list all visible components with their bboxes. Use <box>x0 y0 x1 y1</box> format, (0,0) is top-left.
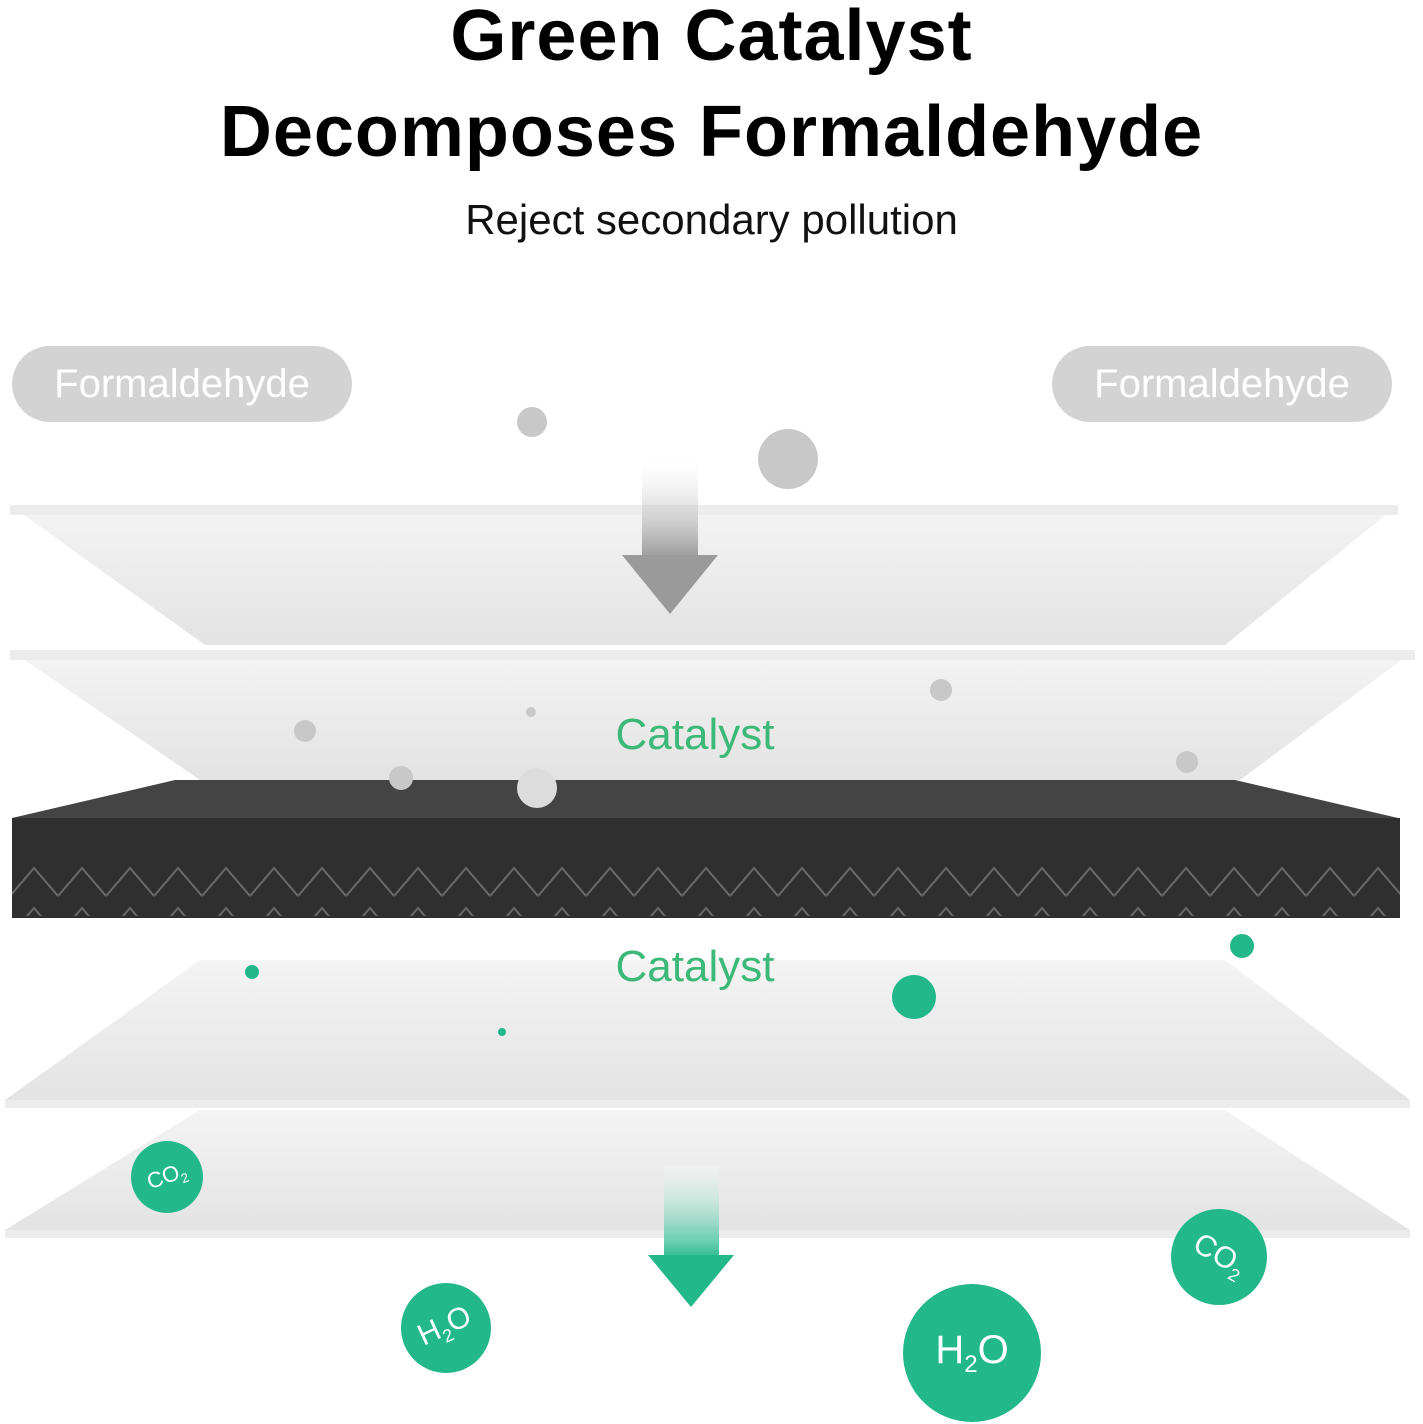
particle <box>294 720 316 742</box>
molecule-tail: O <box>977 1327 1009 1372</box>
down-arrow-green <box>648 1165 734 1307</box>
formaldehyde-label-left: Formaldehyde <box>12 346 352 422</box>
h2o-molecule: H2O <box>401 1283 491 1373</box>
catalyst-label-top: Catalyst <box>615 710 775 759</box>
particle <box>1176 751 1198 773</box>
particle <box>517 768 557 808</box>
green-particles <box>245 934 1254 1036</box>
formaldehyde-label-right: Formaldehyde <box>1052 346 1392 422</box>
formaldehyde-particles <box>294 407 1198 808</box>
filter-layer-2 <box>10 650 1415 780</box>
catalyst-label-bottom: Catalyst <box>615 942 775 991</box>
particle <box>526 707 536 717</box>
co2-molecule: CO2 <box>1171 1209 1267 1305</box>
subtitle: Reject secondary pollution <box>465 196 958 243</box>
filter-layer-3 <box>5 960 1410 1108</box>
filter-layer-1 <box>10 505 1398 645</box>
particle <box>930 679 952 701</box>
particle <box>245 965 259 979</box>
particle <box>517 407 547 437</box>
particle <box>389 766 413 790</box>
title-line-2: Decomposes Formaldehyde <box>219 92 1204 172</box>
title-line-1: Green Catalyst <box>450 0 973 76</box>
particle <box>498 1028 506 1036</box>
molecule-sub: 2 <box>964 1350 978 1378</box>
down-arrow-gray <box>622 460 718 614</box>
particle <box>1230 934 1254 958</box>
molecule-base: H <box>935 1327 965 1372</box>
particle <box>758 429 818 489</box>
particle <box>892 975 936 1019</box>
h2o-molecule: H2O <box>903 1284 1041 1422</box>
co2-molecule: CO2 <box>131 1141 203 1213</box>
molecule-base: CO <box>143 1159 183 1195</box>
dark-catalyst-layer <box>12 780 1400 918</box>
